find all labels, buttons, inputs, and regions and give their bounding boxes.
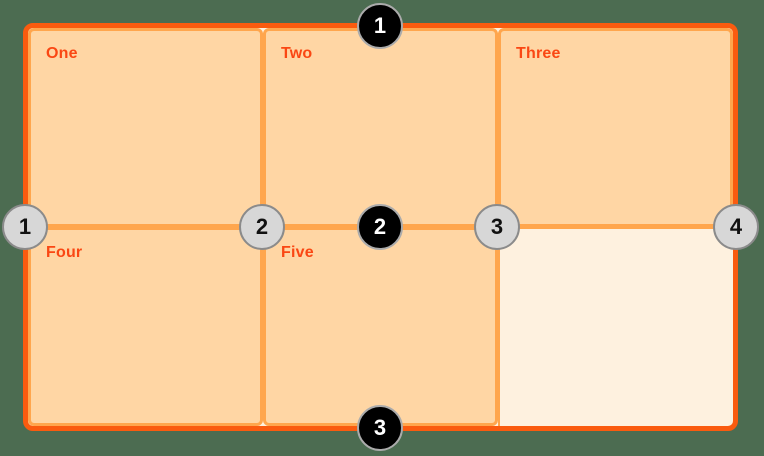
grid-cell-four: Four: [28, 227, 263, 426]
cell-label-one: One: [46, 45, 78, 62]
row-line-number-1: 1: [357, 3, 403, 49]
column-line-number-3: 3: [474, 204, 520, 250]
row-line-number-2: 2: [357, 204, 403, 250]
column-line-number-1: 1: [2, 204, 48, 250]
cell-label-three: Three: [516, 45, 561, 62]
grid-cell-two: Two: [263, 28, 498, 227]
cell-label-two: Two: [281, 45, 313, 62]
grid-container: One Two Three Four Five: [23, 23, 738, 431]
column-line-number-2: 2: [239, 204, 285, 250]
cell-label-four: Four: [46, 244, 83, 261]
grid-cell-one: One: [28, 28, 263, 227]
row-line-number-3: 3: [357, 405, 403, 451]
grid-cell-empty: [498, 227, 733, 426]
grid-cell-five: Five: [263, 227, 498, 426]
grid-cell-three: Three: [498, 28, 733, 227]
cell-label-five: Five: [281, 244, 314, 261]
column-line-number-4: 4: [713, 204, 759, 250]
